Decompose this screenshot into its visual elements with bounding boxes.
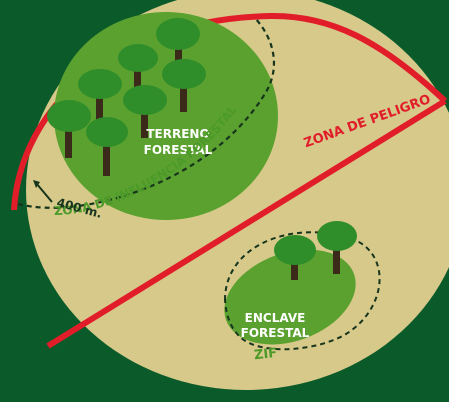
tree-icon xyxy=(78,69,122,128)
enclave-forestal-label-line2: FORESTAL xyxy=(241,326,310,340)
terreno-forestal-label-line1: TERRENO xyxy=(146,127,209,141)
danger-arc xyxy=(11,12,448,211)
tree-icon xyxy=(123,85,167,138)
tree-icon xyxy=(162,59,206,112)
arrow-diagonal-icon xyxy=(35,182,53,203)
zif-label: ZIF xyxy=(253,346,278,363)
tree-icon xyxy=(156,18,200,68)
enclave-forestal-label-line1: ENCLAVE xyxy=(245,311,306,325)
terreno-forestal-label-line2: FORESTAL xyxy=(144,143,213,157)
tree-icon xyxy=(86,117,128,176)
danger-line xyxy=(46,98,447,349)
enclave-zone xyxy=(224,249,356,345)
tree-icon xyxy=(118,44,158,90)
influence-boundary xyxy=(17,17,276,209)
tree-icon xyxy=(47,100,91,158)
tree-icon xyxy=(274,235,316,280)
arrow-head-icon xyxy=(33,180,40,188)
tree-icon xyxy=(317,221,357,274)
